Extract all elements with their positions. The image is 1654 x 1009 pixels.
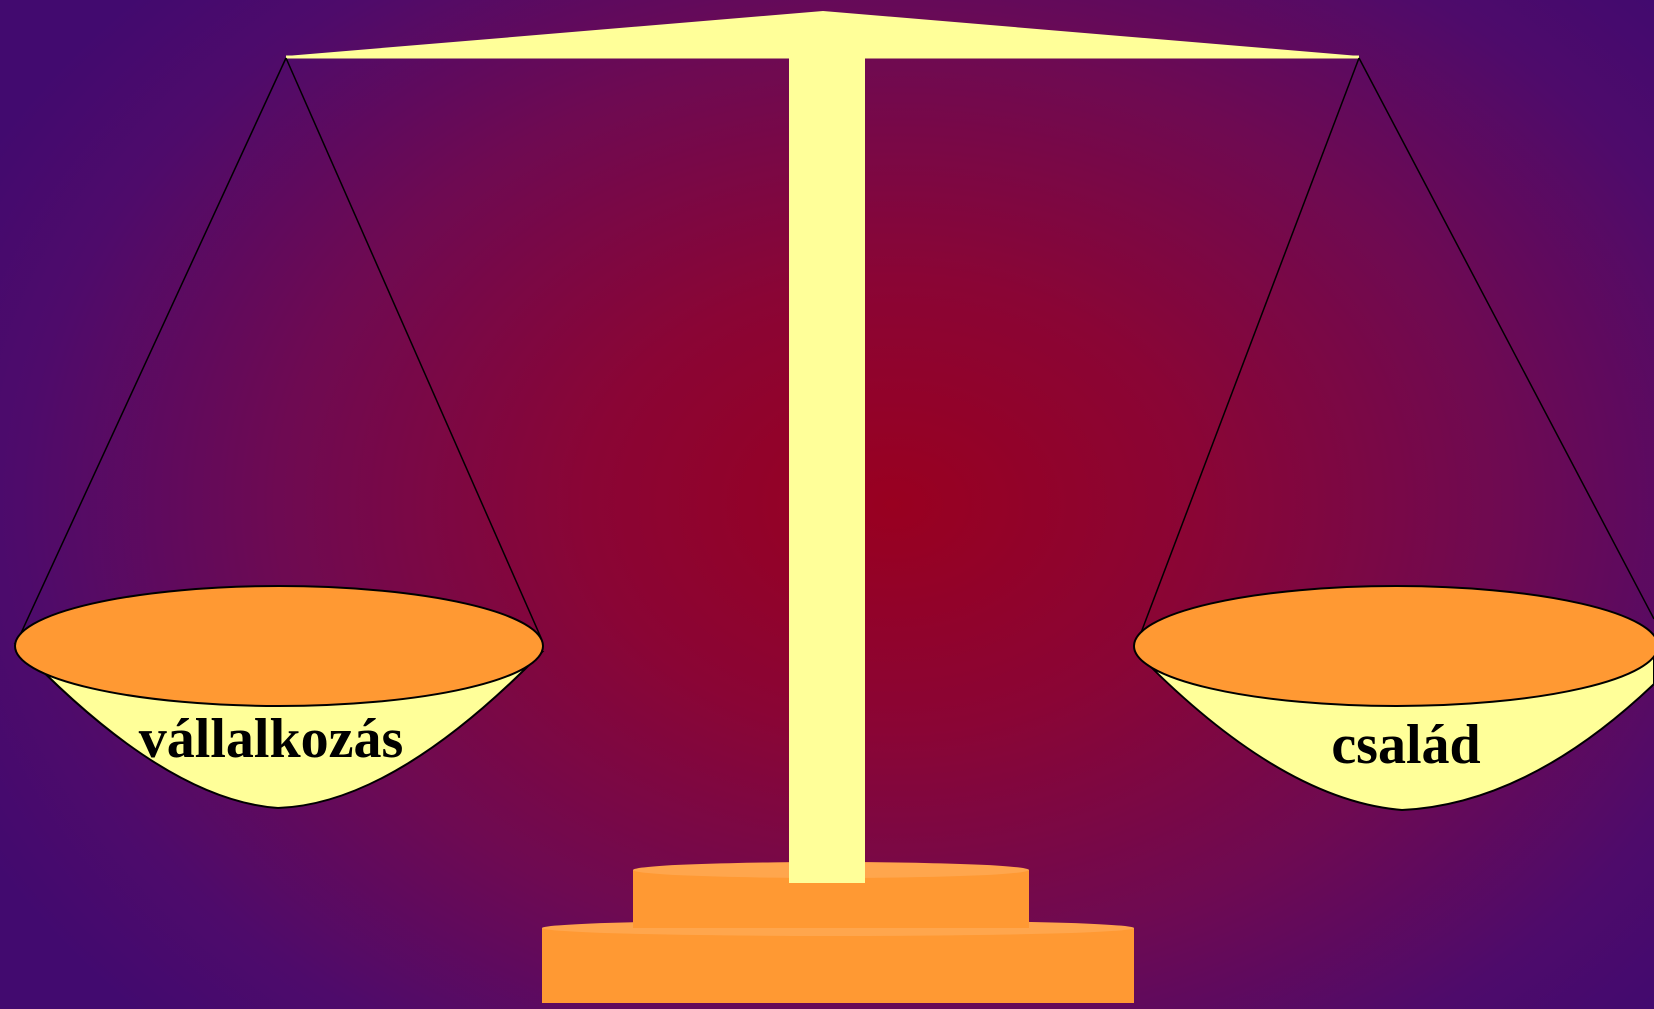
right-pan: család	[1134, 58, 1654, 810]
scale-column	[789, 57, 865, 883]
left-pan-label: vállalkozás	[139, 708, 403, 770]
scale-base	[542, 862, 1134, 1003]
right-bowl-rim	[1134, 586, 1654, 706]
left-bowl-rim	[15, 586, 543, 706]
scale-beam	[286, 11, 1359, 56]
left-string-inner	[286, 58, 542, 640]
right-pan-label: család	[1331, 714, 1480, 776]
left-string-outer	[16, 58, 286, 644]
right-string-inner	[1136, 58, 1359, 646]
right-string-outer	[1359, 58, 1654, 619]
base-lower-tier	[542, 928, 1134, 1003]
left-pan: vállalkozás	[15, 58, 543, 808]
